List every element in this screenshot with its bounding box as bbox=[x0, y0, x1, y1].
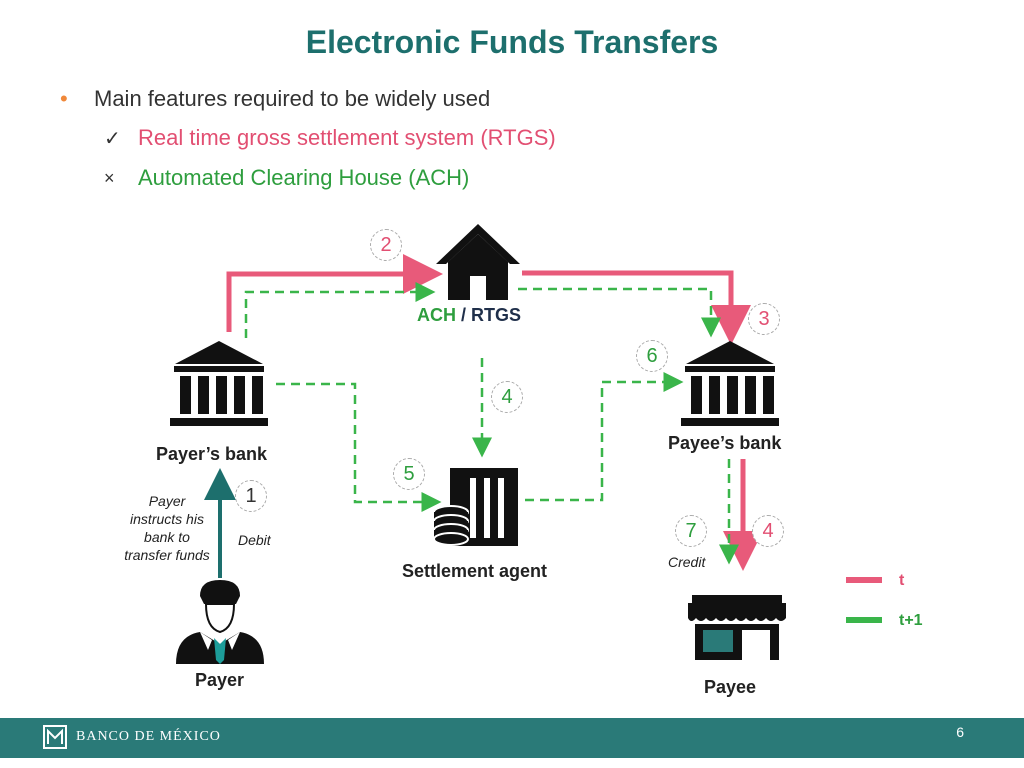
page-title: Electronic Funds Transfers bbox=[305, 24, 719, 60]
bank-icon-payer bbox=[170, 341, 268, 426]
credit-note: Credit bbox=[668, 554, 706, 570]
payer-instruction-note: Payer instructs his bank to transfer fun… bbox=[124, 493, 210, 563]
step-badge-7: 7 bbox=[675, 515, 707, 547]
debit-note: Debit bbox=[238, 532, 271, 548]
payers-bank-label: Payer’s bank bbox=[156, 444, 268, 464]
step-badge-4-ach: 4 bbox=[491, 381, 523, 413]
step-badge-3: 3 bbox=[748, 303, 780, 335]
legend-t-swatch bbox=[846, 577, 882, 583]
settlement-agent-label: Settlement agent bbox=[402, 561, 548, 581]
ach-label: ACH bbox=[417, 305, 456, 325]
step-badge-5: 5 bbox=[393, 458, 425, 490]
step-badge-1: 1 bbox=[235, 480, 267, 512]
footer-bar: BANCO DE MÉXICO 6 bbox=[0, 718, 1024, 758]
legend-t-label: t bbox=[899, 572, 905, 589]
ach-arrow-ach-to-payee-bank bbox=[518, 287, 721, 338]
house-icon bbox=[436, 224, 520, 300]
rtgs-arrow-ach-to-payee-bank bbox=[522, 270, 751, 345]
bullet-rtgs: ✓ Real time gross settlement system (RTG… bbox=[104, 125, 556, 151]
footer-logo: BANCO DE MÉXICO bbox=[42, 724, 221, 750]
payees-bank-label: Payee’s bank bbox=[668, 433, 782, 453]
checkmark-icon: ✓ bbox=[104, 127, 121, 150]
payee-label: Payee bbox=[704, 677, 757, 697]
bullet-main-text: Main features required to be widely used bbox=[94, 86, 491, 111]
legend-t1-label: t+1 bbox=[899, 612, 923, 629]
bank-icon-payee bbox=[681, 341, 779, 426]
cross-icon: × bbox=[104, 167, 115, 188]
server-icon bbox=[433, 468, 518, 546]
step-badge-4-rtgs: 4 bbox=[752, 515, 784, 547]
step-badge-2: 2 bbox=[370, 229, 402, 261]
banxico-emblem-icon bbox=[43, 725, 67, 749]
ach-arrow-payer-bank-to-settlement bbox=[276, 382, 442, 512]
bullet-ach: × Automated Clearing House (ACH) bbox=[104, 165, 469, 191]
ach-arrow-payer-bank-to-ach bbox=[244, 282, 436, 338]
ach-rtgs-label: ACH / RTGS bbox=[417, 305, 521, 326]
bullet-ach-text: Automated Clearing House (ACH) bbox=[138, 165, 470, 190]
rtgs-arrow-payer-bank-to-ach bbox=[226, 254, 443, 332]
ach-arrow-settlement-to-payee-bank bbox=[525, 372, 684, 502]
legend-t1-swatch bbox=[846, 617, 882, 623]
page-number: 6 bbox=[956, 724, 964, 740]
step-badge-6: 6 bbox=[636, 340, 668, 372]
shop-icon bbox=[688, 595, 786, 660]
footer-logo-text: BANCO DE MÉXICO bbox=[76, 729, 221, 744]
bullet-main: • Main features required to be widely us… bbox=[60, 86, 490, 112]
bullet-rtgs-text: Real time gross settlement system (RTGS) bbox=[138, 125, 556, 150]
payer-label: Payer bbox=[195, 670, 245, 690]
person-icon bbox=[176, 580, 264, 664]
bullet-dot-icon: • bbox=[60, 86, 68, 111]
rtgs-label: / RTGS bbox=[461, 305, 522, 325]
